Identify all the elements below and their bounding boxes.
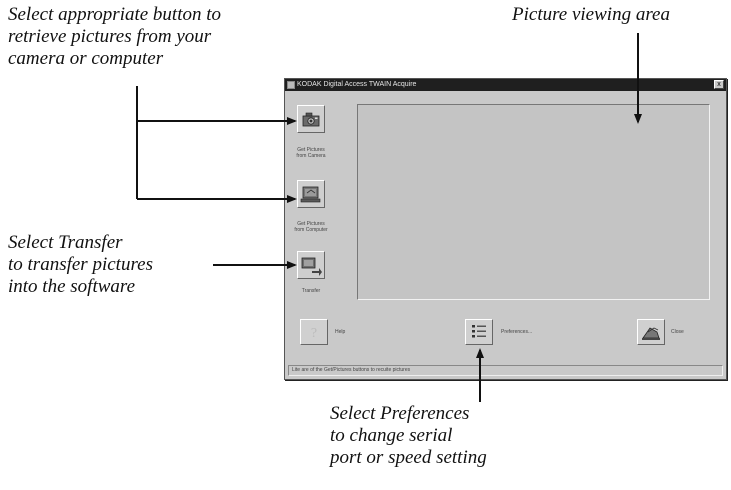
callout-line: Select Transfer bbox=[8, 232, 123, 253]
callout-transfer: Select Transfer to transfer pictures int… bbox=[8, 232, 153, 298]
get-pictures-from-computer-button[interactable] bbox=[297, 180, 325, 208]
transfer-button[interactable] bbox=[297, 251, 325, 279]
transfer-icon bbox=[301, 257, 322, 276]
callout-line: Select Preferences bbox=[330, 403, 470, 424]
callout-line: retrieve pictures from your bbox=[8, 26, 212, 47]
window-title: KODAK Digital Access TWAIN Acquire bbox=[297, 81, 417, 88]
get-pictures-from-camera-button[interactable] bbox=[297, 105, 325, 133]
label-line: from Computer bbox=[294, 227, 328, 233]
callout-line: into the software bbox=[8, 276, 136, 297]
status-bar: Lite are of the Get/Pictures buttons to … bbox=[288, 365, 723, 376]
preferences-label: Preferences... bbox=[501, 329, 533, 335]
computer-icon bbox=[300, 186, 321, 203]
preferences-button[interactable] bbox=[465, 319, 493, 345]
get-camera-label: Get Pictures from Camera bbox=[281, 147, 341, 159]
transfer-label: Transfer bbox=[281, 288, 341, 294]
window-close-button[interactable]: x bbox=[714, 80, 724, 89]
camera-icon bbox=[302, 112, 320, 127]
close-button[interactable] bbox=[637, 319, 665, 345]
twain-acquire-window: KODAK Digital Access TWAIN Acquire x Get… bbox=[284, 78, 727, 380]
app-icon bbox=[287, 81, 295, 89]
close-label: Close bbox=[671, 329, 684, 335]
callout-line: to transfer pictures bbox=[8, 254, 153, 275]
callout-picture-viewing: Picture viewing area bbox=[512, 4, 670, 26]
svg-text:?: ? bbox=[311, 326, 317, 341]
label-line: Transfer bbox=[301, 288, 321, 294]
label-line: from Camera bbox=[296, 153, 326, 159]
callout-line: to change serial bbox=[330, 425, 453, 446]
callout-line: camera or computer bbox=[8, 48, 164, 69]
callout-select-buttons: Select appropriate button to retrieve pi… bbox=[8, 4, 221, 70]
exit-icon bbox=[642, 327, 660, 340]
preferences-icon bbox=[472, 325, 486, 338]
help-label: Help bbox=[335, 329, 346, 335]
callout-line: Select appropriate button to bbox=[8, 4, 222, 25]
callout-line: port or speed setting bbox=[330, 447, 487, 468]
label-line: Get Pictures bbox=[297, 221, 325, 227]
help-icon: ? bbox=[311, 326, 317, 341]
get-computer-label: Get Pictures from Computer bbox=[281, 221, 341, 233]
picture-viewing-area[interactable] bbox=[357, 104, 710, 300]
label-line: Get Pictures bbox=[297, 147, 325, 153]
callout-preferences: Select Preferences to change serial port… bbox=[330, 403, 487, 469]
title-bar[interactable]: KODAK Digital Access TWAIN Acquire x bbox=[285, 79, 726, 91]
callout-line: Picture viewing area bbox=[512, 4, 670, 25]
help-button[interactable]: ? bbox=[300, 319, 328, 345]
